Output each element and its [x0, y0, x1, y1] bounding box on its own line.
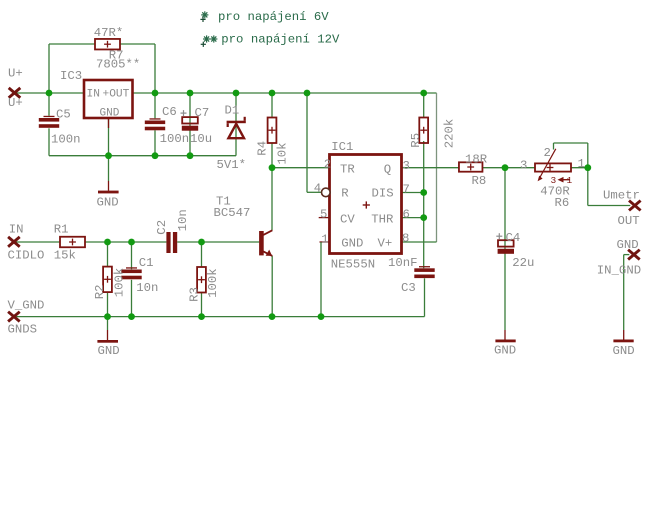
- svg-text:5: 5: [320, 208, 327, 222]
- svg-text:C3: C3: [401, 281, 416, 295]
- svg-text:8: 8: [402, 231, 409, 245]
- svg-text:CIDLO: CIDLO: [8, 249, 45, 263]
- svg-text:10u: 10u: [190, 132, 212, 146]
- svg-text:V_GND: V_GND: [8, 299, 45, 313]
- svg-text:100n: 100n: [51, 132, 81, 146]
- svg-text:DIS: DIS: [372, 186, 394, 200]
- svg-text:4: 4: [314, 181, 321, 195]
- svg-text:IC1: IC1: [331, 140, 353, 154]
- svg-text:GND: GND: [97, 195, 119, 209]
- svg-text:3: 3: [520, 159, 527, 173]
- svg-text:GNDS: GNDS: [8, 322, 38, 336]
- svg-text:R7: R7: [109, 49, 124, 63]
- svg-text:6: 6: [403, 208, 410, 222]
- svg-text:C4: C4: [506, 231, 521, 245]
- svg-text:THR: THR: [371, 213, 394, 227]
- svg-text:15k: 15k: [54, 249, 76, 263]
- svg-text:U+: U+: [8, 96, 23, 110]
- svg-text:IN: IN: [87, 89, 100, 101]
- svg-text:GND: GND: [494, 343, 516, 357]
- svg-text:BC547: BC547: [214, 206, 251, 220]
- svg-text:GND: GND: [617, 238, 639, 252]
- svg-text:100k: 100k: [112, 268, 126, 298]
- svg-text:IN_GND: IN_GND: [597, 263, 641, 277]
- svg-text:2: 2: [324, 157, 331, 171]
- svg-text:NE555N: NE555N: [331, 258, 375, 272]
- svg-text:R2: R2: [93, 285, 107, 300]
- svg-text:5V1*: 5V1*: [217, 158, 247, 172]
- svg-text:10n: 10n: [136, 281, 158, 295]
- svg-text:10k: 10k: [275, 142, 289, 164]
- svg-text:pro napájení 6V: pro napájení 6V: [218, 10, 329, 24]
- svg-text:100k: 100k: [206, 268, 220, 298]
- svg-text:C6: C6: [162, 105, 177, 119]
- svg-text:+OUT: +OUT: [103, 89, 130, 101]
- svg-text:V+: V+: [378, 236, 393, 250]
- svg-text:D1: D1: [225, 104, 240, 118]
- svg-text:Umetr: Umetr: [603, 189, 640, 203]
- svg-text:pro napájení 12V: pro napájení 12V: [221, 33, 340, 47]
- svg-text:1: 1: [578, 157, 585, 171]
- svg-text:C2: C2: [155, 220, 169, 235]
- svg-text:10nF: 10nF: [388, 256, 418, 270]
- svg-text:47R*: 47R*: [94, 26, 124, 40]
- svg-text:100n: 100n: [160, 132, 190, 146]
- svg-text:C5: C5: [56, 107, 71, 121]
- svg-text:R5: R5: [409, 133, 423, 148]
- svg-text:GND: GND: [613, 344, 635, 358]
- svg-text:TR: TR: [340, 163, 355, 177]
- svg-text:7805**: 7805**: [96, 58, 140, 72]
- svg-text:220k: 220k: [442, 119, 456, 149]
- svg-text:R4: R4: [256, 141, 270, 156]
- svg-text:CV: CV: [340, 213, 355, 227]
- svg-text:18R: 18R: [465, 152, 488, 166]
- svg-text:3: 3: [403, 159, 410, 173]
- svg-text:GND: GND: [341, 236, 363, 250]
- svg-text:7: 7: [403, 183, 410, 197]
- svg-text:R1: R1: [54, 222, 69, 236]
- svg-text:IC3: IC3: [60, 69, 82, 83]
- svg-text:2: 2: [544, 146, 551, 160]
- svg-text:10n: 10n: [176, 209, 190, 231]
- svg-text:22u: 22u: [512, 256, 534, 270]
- svg-text:C7: C7: [195, 106, 210, 120]
- svg-text:GND: GND: [98, 344, 120, 358]
- svg-text:1: 1: [321, 233, 328, 247]
- svg-text:R: R: [341, 186, 349, 200]
- svg-text:470R: 470R: [540, 185, 570, 199]
- svg-text:C1: C1: [139, 256, 154, 270]
- svg-text:R3: R3: [188, 287, 202, 302]
- svg-text:IN: IN: [9, 222, 24, 236]
- svg-text:R6: R6: [555, 196, 570, 210]
- svg-text:T1: T1: [216, 195, 231, 209]
- svg-text:GND: GND: [100, 107, 120, 119]
- svg-text:U+: U+: [8, 67, 23, 81]
- svg-text:Q: Q: [384, 163, 391, 177]
- svg-text:1: 1: [567, 175, 573, 186]
- svg-text:OUT: OUT: [618, 214, 640, 228]
- svg-text:R8: R8: [472, 174, 487, 188]
- svg-text:3: 3: [551, 175, 557, 186]
